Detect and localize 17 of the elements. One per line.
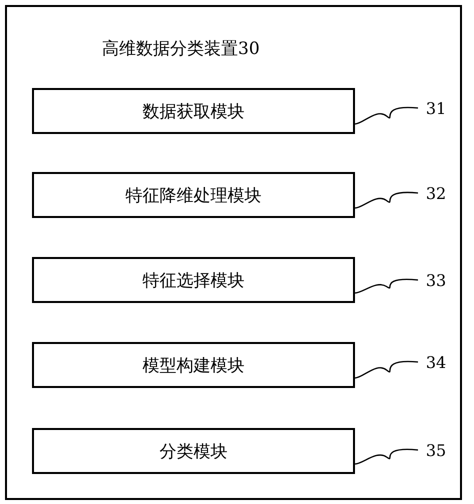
module-box: 分类模块 — [32, 428, 355, 474]
device-frame — [5, 5, 462, 500]
reference-number: 32 — [418, 181, 454, 205]
module-box: 模型构建模块 — [32, 342, 355, 388]
module-box: 特征选择模块 — [32, 257, 355, 303]
device-title: 高维数据分类装置30 — [102, 38, 260, 60]
reference-number: 35 — [418, 438, 454, 462]
leader-line — [354, 278, 418, 294]
leader-line — [354, 106, 418, 125]
reference-number: 33 — [418, 268, 454, 292]
module-box: 特征降维处理模块 — [32, 172, 355, 218]
reference-number: 34 — [418, 350, 454, 374]
reference-number: 31 — [418, 96, 454, 120]
leader-line — [354, 448, 418, 465]
leader-line — [354, 192, 418, 209]
module-box: 数据获取模块 — [32, 88, 355, 134]
leader-line — [354, 360, 418, 379]
